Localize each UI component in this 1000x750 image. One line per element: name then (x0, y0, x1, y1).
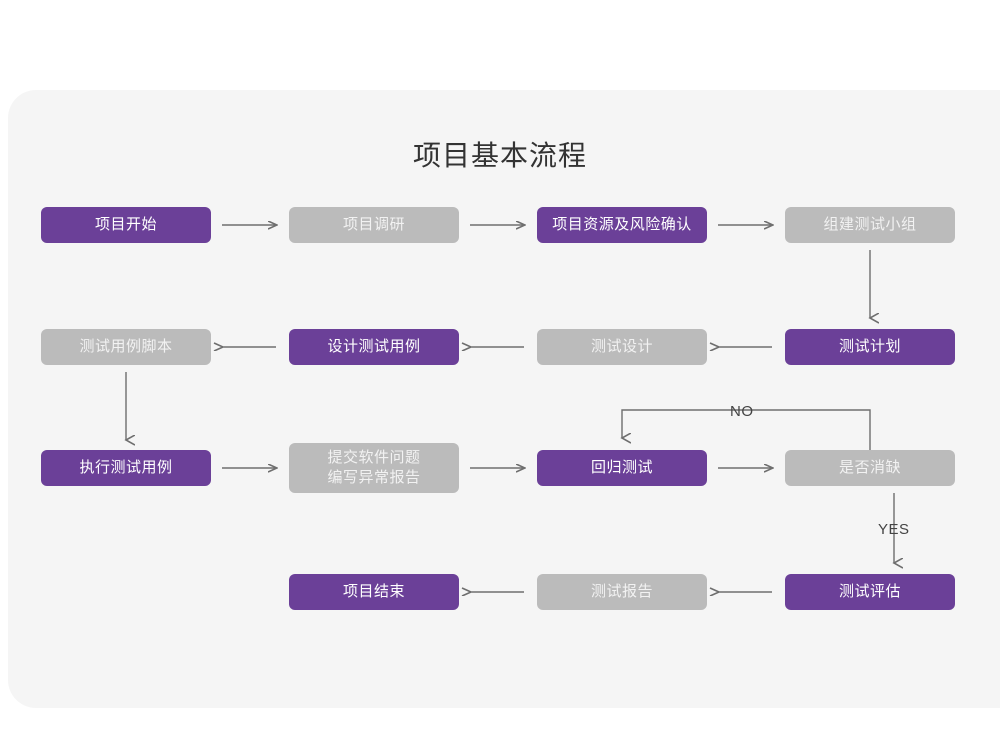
edge-label-no: NO (730, 403, 754, 420)
node-test-report[interactable]: 测试报告 (537, 574, 707, 610)
node-design-test-case[interactable]: 设计测试用例 (289, 329, 459, 365)
edge-label-yes: YES (878, 521, 910, 538)
node-defect-cleared-decision[interactable]: 是否消缺 (785, 450, 955, 486)
diagram-card (8, 90, 1000, 708)
node-project-end[interactable]: 项目结束 (289, 574, 459, 610)
node-test-design[interactable]: 测试设计 (537, 329, 707, 365)
node-project-start[interactable]: 项目开始 (41, 207, 211, 243)
page-title: 项目基本流程 (412, 140, 587, 171)
node-submit-issue-report[interactable]: 提交软件问题 编写异常报告 (289, 443, 459, 493)
node-regression-test[interactable]: 回归测试 (537, 450, 707, 486)
node-test-evaluation[interactable]: 测试评估 (785, 574, 955, 610)
node-project-research[interactable]: 项目调研 (289, 207, 459, 243)
node-execute-test-case[interactable]: 执行测试用例 (41, 450, 211, 486)
node-test-case-script[interactable]: 测试用例脚本 (41, 329, 211, 365)
node-test-plan[interactable]: 测试计划 (785, 329, 955, 365)
node-resource-risk-confirm[interactable]: 项目资源及风险确认 (537, 207, 707, 243)
node-form-test-team[interactable]: 组建测试小组 (785, 207, 955, 243)
